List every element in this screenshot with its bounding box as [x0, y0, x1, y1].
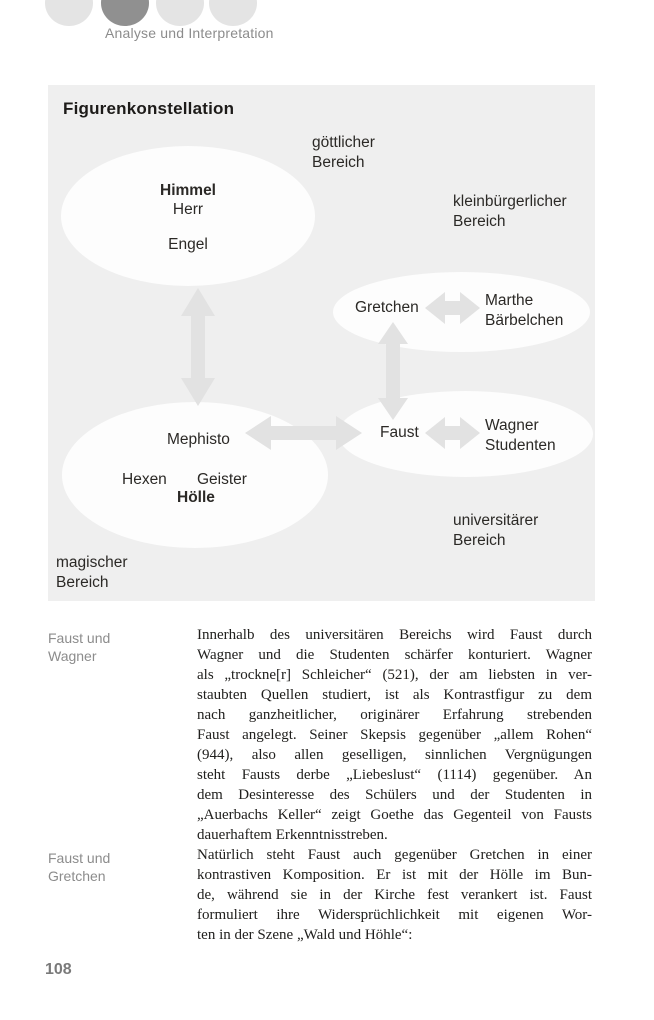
running-head: Analyse und Interpretation	[105, 25, 274, 41]
node-wagner: Wagner Studenten	[485, 416, 556, 455]
paragraph-faust-wagner: Innerhalb des universitären Bereichs wir…	[197, 625, 592, 845]
text-line: dauerhaftem Erkenntnisstreben.	[197, 827, 388, 843]
text-line: (944), also allen geselligen, sinnlichen…	[197, 747, 592, 763]
node-mephisto: Mephisto	[167, 431, 230, 448]
area-label-line: universitärer	[453, 512, 539, 529]
node-wagner-label: Wagner	[485, 417, 539, 434]
arrow-gretchen-marthe-icon	[425, 292, 480, 324]
text-line: dem Desinteresse des Schülers und der St…	[197, 787, 592, 803]
node-heaven: Himmel Herr Engel	[118, 181, 258, 254]
node-studenten-label: Studenten	[485, 436, 556, 454]
area-label-line: magischer	[56, 554, 128, 571]
arrow-faust-wagner-icon	[425, 417, 480, 449]
text-line: als „trockne[r] Schleicher“ (521), der a…	[197, 667, 592, 683]
arrow-gretchen-faust-icon	[378, 322, 408, 420]
node-gretchen: Gretchen	[355, 299, 419, 316]
margin-label-faust-wagner: Faust und Wagner	[48, 629, 188, 665]
area-label-university: universitärer Bereich	[453, 511, 538, 550]
margin-label-line: Faust und	[48, 630, 111, 646]
area-label-divine: göttlicher Bereich	[312, 133, 375, 172]
text-line: Innerhalb des universitären Bereichs wir…	[197, 627, 592, 643]
text-line: kontrastiven Komposition. Er ist mit der…	[197, 867, 592, 883]
figure-title: Figurenkonstellation	[63, 99, 235, 118]
margin-label-line: Wagner	[48, 648, 97, 664]
progress-dot	[209, 0, 257, 26]
relation-arrows	[181, 288, 480, 450]
text-line: de, während sie in der Kirche fest veran…	[197, 887, 592, 903]
paragraph-faust-gretchen: Natürlich steht Faust auch gegenüber Gre…	[197, 845, 592, 945]
progress-dot	[45, 0, 93, 26]
figure-panel: Figurenkonstellation Himmel Herr Engel G…	[48, 85, 595, 601]
area-label-line: kleinbürgerlicher	[453, 193, 567, 210]
node-geister: Geister	[197, 471, 247, 488]
node-himmel-label: Himmel	[160, 182, 216, 199]
arrow-mephisto-faust-icon	[245, 416, 362, 450]
text-line: Wagner und die Studenten schärfer kontur…	[197, 647, 592, 663]
ellipse-heaven	[61, 146, 315, 286]
text-line: steht Fausts derbe „Liebeslust“ (1114) g…	[197, 767, 592, 783]
text-line: „Auerbachs Keller“ zeigt Goethe das Gege…	[197, 807, 592, 823]
progress-dot	[156, 0, 204, 26]
node-herr-label: Herr	[172, 201, 204, 218]
text-line: Natürlich steht Faust auch gegenüber Gre…	[197, 847, 592, 863]
node-hexen: Hexen	[122, 471, 167, 488]
text-line: Faust angelegt. Seiner Skepsis gegenüber…	[197, 727, 592, 743]
progress-dot	[101, 0, 149, 26]
node-marthe: Marthe Bärbelchen	[485, 291, 563, 330]
margin-label-line: Faust und	[48, 850, 111, 866]
area-label-line: Bereich	[312, 153, 365, 171]
page-number: 108	[45, 961, 72, 978]
text-line: staubten Quellen studiert, ist als Kontr…	[197, 687, 592, 703]
arrow-heaven-hell-icon	[181, 288, 215, 406]
text-line: nach ganzheitlicher, originärer Erfahrun…	[197, 707, 592, 723]
node-hoelle: Hölle	[177, 489, 215, 506]
area-label-line: Bereich	[453, 531, 506, 549]
node-marthe-label: Marthe	[485, 292, 534, 309]
node-engel-label: Engel	[168, 236, 208, 253]
area-label-petit-bourgeois: kleinbürgerlicher Bereich	[453, 192, 567, 231]
margin-label-faust-gretchen: Faust und Gretchen	[48, 849, 188, 885]
area-label-magic: magischer Bereich	[56, 553, 128, 592]
margin-label-line: Gretchen	[48, 868, 106, 884]
area-label-line: Bereich	[56, 573, 109, 591]
text-line: formuliert ihre Widersprüchlichkeit mit …	[197, 907, 592, 923]
area-label-line: göttlicher	[312, 134, 375, 151]
area-label-line: Bereich	[453, 212, 506, 230]
node-baerbelchen-label: Bärbelchen	[485, 311, 564, 329]
text-line: ten in der Szene „Wald und Höhle“:	[197, 927, 413, 943]
node-faust: Faust	[380, 424, 419, 441]
